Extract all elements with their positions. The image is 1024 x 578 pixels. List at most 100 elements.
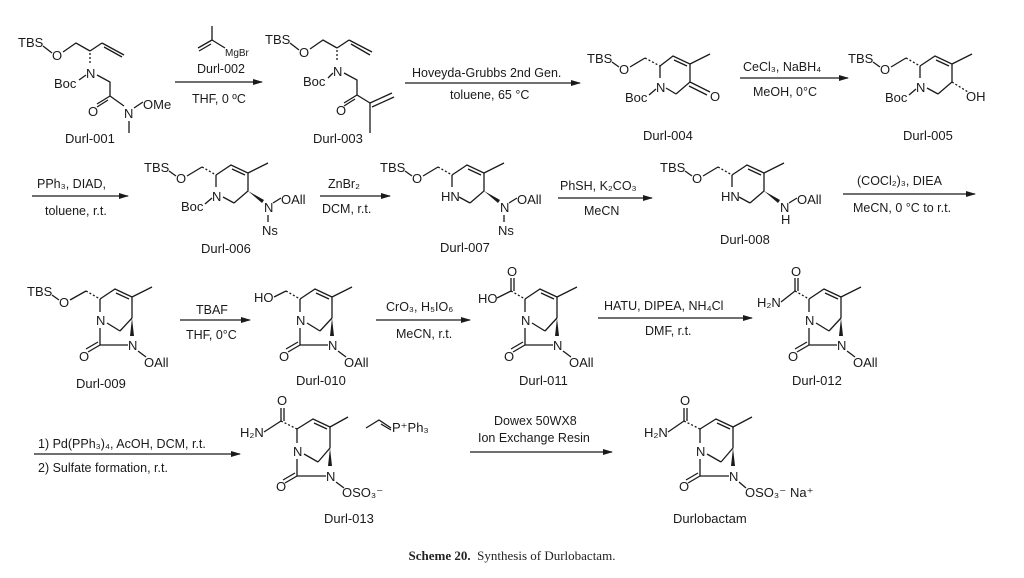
- wedge-bond: [328, 448, 332, 466]
- reaction-step-6: PhSH, K₂CO₃ MeCN: [558, 179, 653, 218]
- atom-h2n: H₂N: [240, 425, 264, 440]
- reaction-step-5: ZnBr₂ DCM, r.t.: [320, 177, 391, 216]
- atom-tbs: TBS: [265, 32, 291, 47]
- figure-caption: Scheme 20. Synthesis of Durlobactam.: [0, 548, 1024, 564]
- condition-below: THF, 0 ºC: [192, 92, 246, 106]
- atom-tbs: TBS: [380, 160, 406, 175]
- compound-label: Durlobactam: [673, 511, 747, 526]
- atom-tbs: TBS: [587, 51, 613, 66]
- atom-ome: OMe: [143, 97, 171, 112]
- atom-o: O: [504, 349, 514, 364]
- atom-n: N: [264, 200, 273, 215]
- atom-na: Na⁺: [790, 485, 813, 500]
- compound-durl-012: H₂N O N N O OAll Durl-012: [757, 264, 878, 388]
- reaction-step-7: (COCl₂)₃, DIEA MeCN, 0 °C to r.t.: [843, 174, 976, 215]
- compound-label: Durl-009: [76, 376, 126, 391]
- atom-n: N: [656, 80, 665, 95]
- atom-pph3: P⁺Ph₃: [392, 420, 429, 435]
- compound-durl-005: TBS O OH N Boc Durl-005: [848, 51, 986, 143]
- compound-durlobactam: H₂N O N N O OSO₃⁻ Na⁺ Durlobactam: [644, 393, 813, 526]
- compound-label: Durl-007: [440, 240, 490, 255]
- condition-below: 2) Sulfate formation, r.t.: [38, 461, 168, 475]
- wedge-bond: [484, 191, 500, 203]
- atom-n: N: [124, 106, 133, 121]
- atom-n: N: [916, 80, 925, 95]
- atom-ho: HO: [254, 290, 274, 305]
- atom-n: N: [296, 313, 305, 328]
- compound-label: Durl-001: [65, 131, 115, 146]
- compound-durl-013: H₂N O N N O OSO₃⁻ P⁺Ph₃ Durl-013: [240, 393, 429, 526]
- compound-label: Durl-011: [519, 373, 568, 388]
- compound-label: Durl-013: [324, 511, 374, 526]
- reaction-step-8: TBAF THF, 0°C: [180, 303, 251, 342]
- atom-o: O: [276, 479, 286, 494]
- atom-o: O: [277, 393, 287, 408]
- atom-hn: HN: [441, 189, 460, 204]
- atom-o: O: [79, 349, 89, 364]
- condition-above: CrO₃, H₅IO₆: [386, 300, 453, 314]
- wedge-bond: [839, 318, 843, 336]
- atom-oall: OAll: [569, 355, 594, 370]
- atom-n: N: [500, 200, 509, 215]
- atom-hn: HN: [721, 189, 740, 204]
- atom-n: N: [293, 444, 302, 459]
- atom-h2n: H₂N: [757, 295, 781, 310]
- reaction-step-9: CrO₃, H₅IO₆ MeCN, r.t.: [376, 300, 471, 341]
- compound-durl-006: TBS O N OAll Ns N Boc Durl-006: [144, 160, 306, 256]
- compound-durl-001: TBS O N Boc O N OMe Durl-001: [18, 35, 171, 146]
- atom-n: N: [521, 313, 530, 328]
- atom-tbs: TBS: [848, 51, 874, 66]
- compound-durl-003: TBS O N Boc O Durl-003: [265, 32, 395, 146]
- atom-boc: Boc: [181, 199, 204, 214]
- reagent-label: Durl-002: [197, 62, 245, 76]
- atom-o: O: [710, 89, 720, 104]
- atom-o: O: [619, 62, 629, 77]
- atom-oall: OAll: [144, 355, 169, 370]
- atom-boc: Boc: [625, 90, 648, 105]
- atom-o: O: [176, 171, 186, 186]
- compound-durl-007: TBS O N OAll Ns HN Durl-007: [380, 160, 542, 255]
- atom-ns: Ns: [262, 223, 278, 238]
- atom-oall: OAll: [797, 192, 822, 207]
- condition-below: MeCN, r.t.: [396, 327, 452, 341]
- atom-n: N: [729, 469, 738, 484]
- atom-h: H: [781, 212, 790, 227]
- atom-oh: OH: [966, 89, 986, 104]
- compound-label: Durl-004: [643, 128, 693, 143]
- condition-above: PhSH, K₂CO₃: [560, 179, 637, 193]
- compound-durl-008: TBS O N OAll H HN Durl-008: [660, 160, 822, 247]
- compound-label: Durl-006: [201, 241, 251, 256]
- condition-above: Dowex 50WX8: [494, 414, 577, 428]
- atom-oall: OAll: [853, 355, 878, 370]
- atom-n: N: [326, 469, 335, 484]
- compound-durl-004: TBS O O N Boc Durl-004: [587, 51, 720, 143]
- atom-o: O: [880, 62, 890, 77]
- wedge-bond: [555, 318, 559, 336]
- atom-boc: Boc: [54, 76, 77, 91]
- wedge-bond: [130, 318, 134, 336]
- reaction-step-12: Dowex 50WX8 Ion Exchange Resin: [470, 414, 613, 455]
- atom-n: N: [212, 189, 221, 204]
- atom-tbs: TBS: [18, 35, 44, 50]
- atom-tbs: TBS: [660, 160, 686, 175]
- atom-n: N: [96, 313, 105, 328]
- condition-below: THF, 0°C: [186, 328, 237, 342]
- atom-n: N: [780, 200, 789, 215]
- condition-above: Hoveyda-Grubbs 2nd Gen.: [412, 66, 561, 80]
- condition-above: HATU, DIPEA, NH₄Cl: [604, 299, 723, 313]
- counterion-allyl: [365, 419, 392, 429]
- atom-tbs: TBS: [144, 160, 170, 175]
- atom-ns: Ns: [498, 223, 514, 238]
- atom-n: N: [328, 338, 337, 353]
- atom-o: O: [791, 264, 801, 279]
- condition-below: DMF, r.t.: [645, 324, 692, 338]
- atom-o: O: [279, 349, 289, 364]
- reagent-formula: MgBr: [225, 48, 250, 59]
- condition-above: 1) Pd(PPh₃)₄, AcOH, DCM, r.t.: [38, 437, 206, 451]
- atom-o: O: [412, 171, 422, 186]
- wedge-bond: [764, 191, 780, 203]
- atom-o: O: [59, 295, 69, 310]
- compound-label: Durl-008: [720, 232, 770, 247]
- condition-below: toluene, 65 °C: [450, 88, 529, 102]
- reaction-step-10: HATU, DIPEA, NH₄Cl DMF, r.t.: [598, 299, 753, 338]
